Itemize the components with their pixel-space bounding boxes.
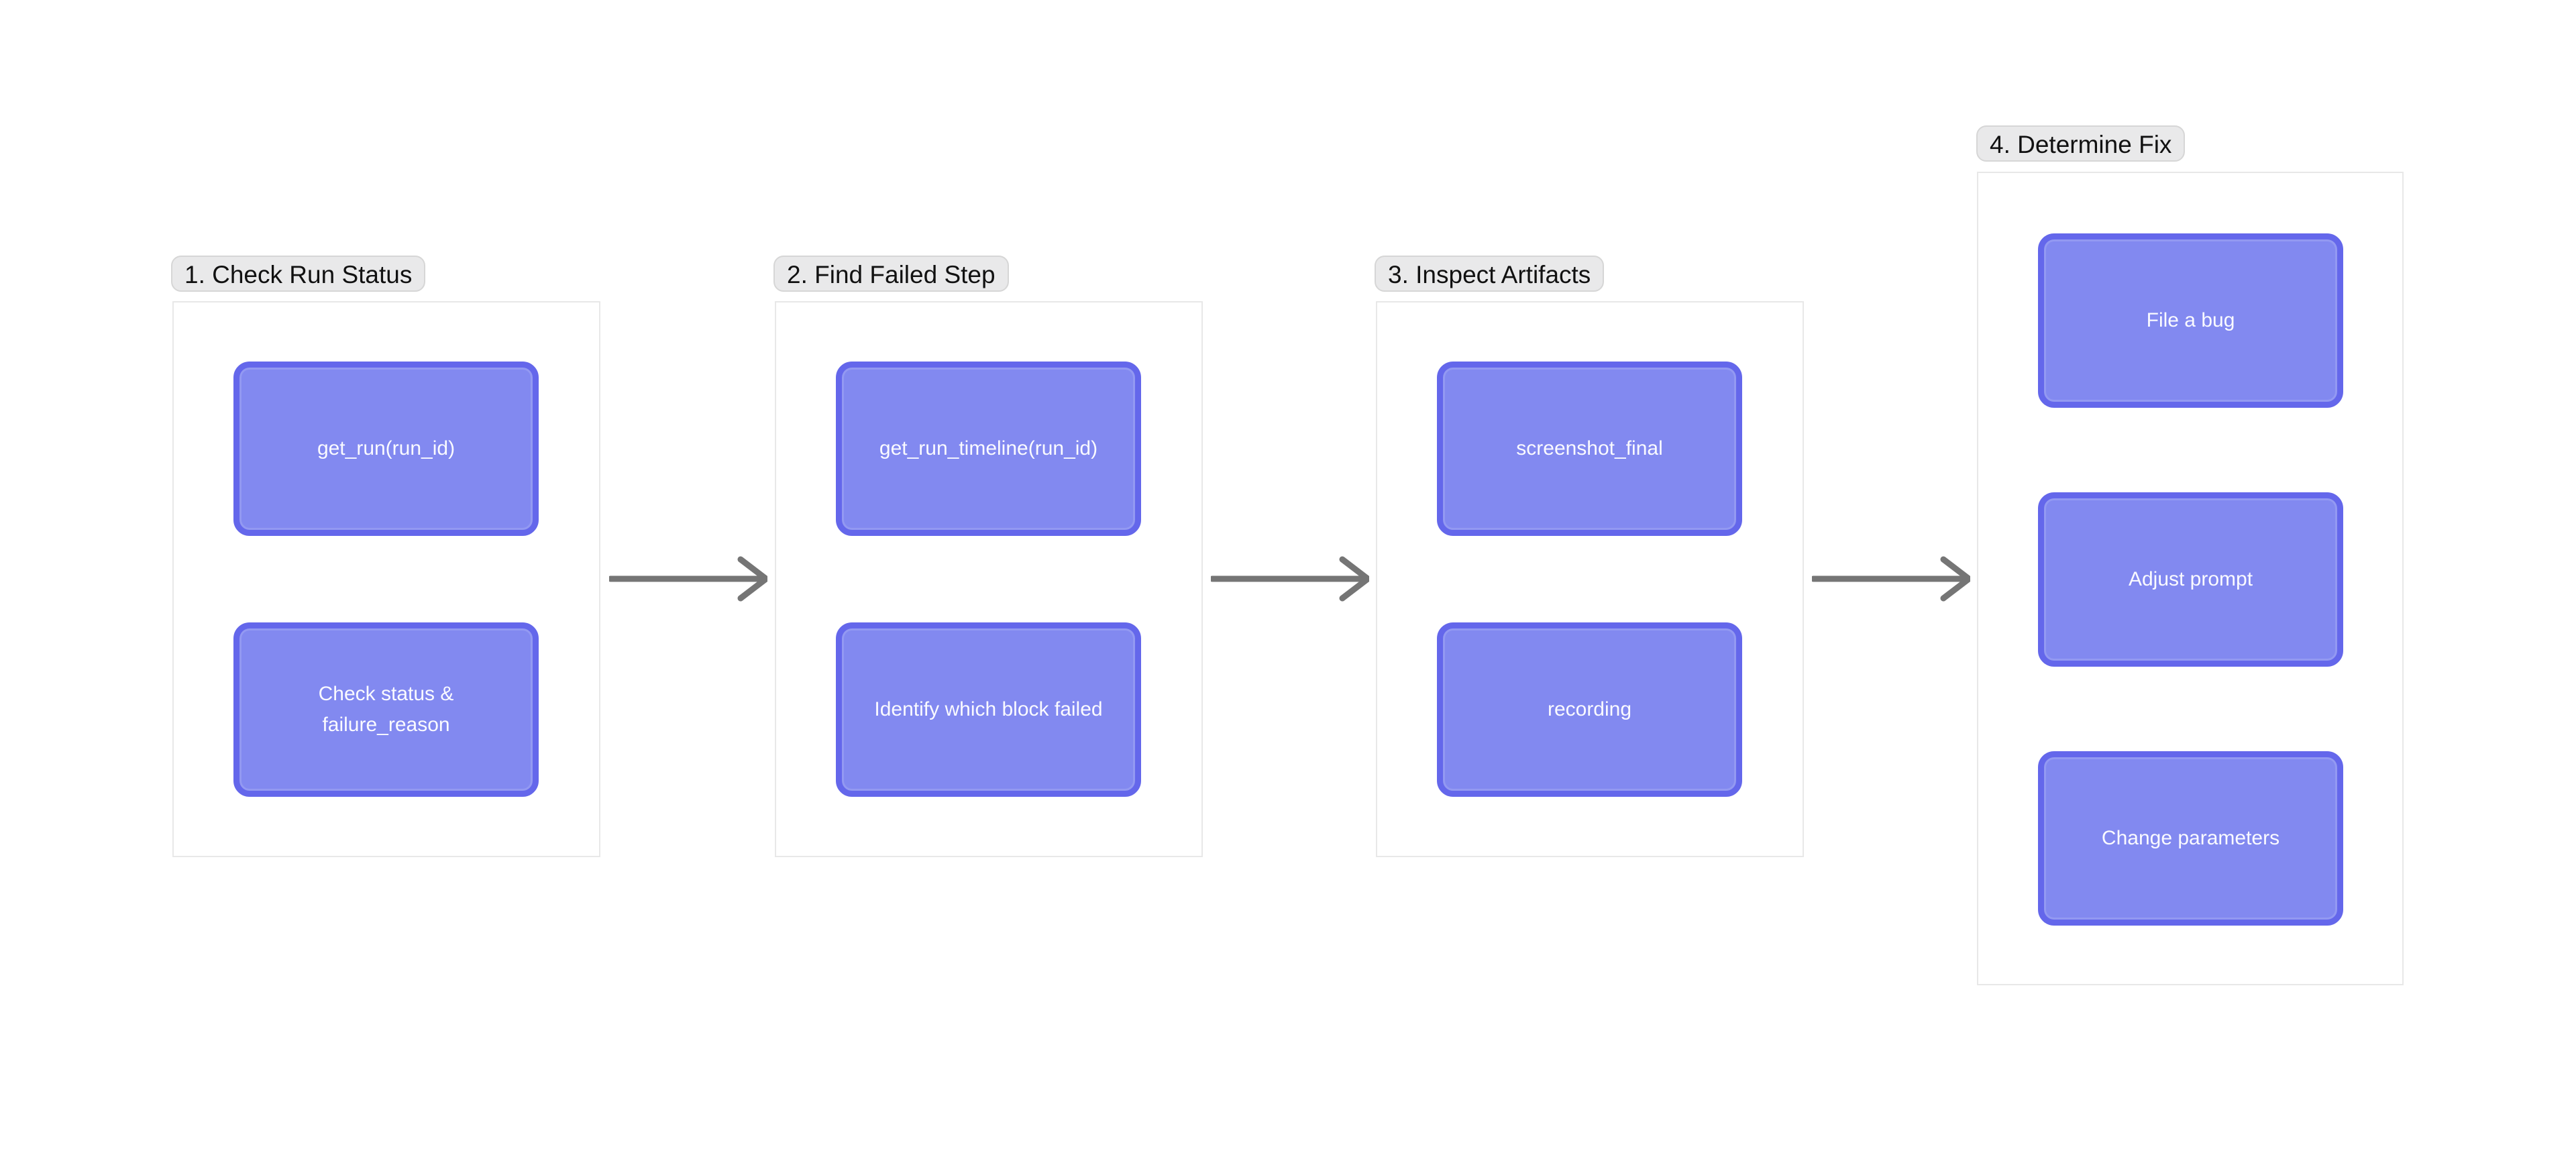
group-label-inspect-artifacts: 3. Inspect Artifacts <box>1375 256 1605 292</box>
flow-arrow-1 <box>609 556 767 602</box>
group-label-text: 2. Find Failed Step <box>787 261 996 288</box>
group-label-find-failed-step: 2. Find Failed Step <box>773 256 1009 292</box>
node-recording[interactable]: recording <box>1437 622 1742 797</box>
node-label: screenshot_final <box>1516 437 1663 459</box>
group-label-text: 1. Check Run Status <box>184 261 413 288</box>
node-label: Change parameters <box>2101 827 2280 849</box>
node-file-a-bug[interactable]: File a bug <box>2038 233 2343 408</box>
node-check-status-failure-reason[interactable]: Check status & failure_reason <box>233 622 539 797</box>
group-label-text: 4. Determine Fix <box>1990 131 2172 158</box>
group-label-text: 3. Inspect Artifacts <box>1388 261 1591 288</box>
group-label-check-run-status: 1. Check Run Status <box>171 256 426 292</box>
node-label: recording <box>1547 698 1632 720</box>
node-label: Check status & failure_reason <box>318 683 454 736</box>
node-label: Adjust prompt <box>2128 568 2253 590</box>
node-label: File a bug <box>2146 309 2235 331</box>
node-change-parameters[interactable]: Change parameters <box>2038 751 2343 926</box>
node-adjust-prompt[interactable]: Adjust prompt <box>2038 492 2343 667</box>
flow-arrow-2 <box>1211 556 1369 602</box>
node-get-run-timeline[interactable]: get_run_timeline(run_id) <box>836 362 1141 536</box>
node-label: get_run_timeline(run_id) <box>879 437 1098 459</box>
node-screenshot-final[interactable]: screenshot_final <box>1437 362 1742 536</box>
node-get-run[interactable]: get_run(run_id) <box>233 362 539 536</box>
flow-arrow-3 <box>1812 556 1970 602</box>
group-label-determine-fix: 4. Determine Fix <box>1976 125 2186 162</box>
node-identify-failed-block[interactable]: Identify which block failed <box>836 622 1141 797</box>
node-label: Identify which block failed <box>874 698 1103 720</box>
node-label: get_run(run_id) <box>317 437 455 459</box>
